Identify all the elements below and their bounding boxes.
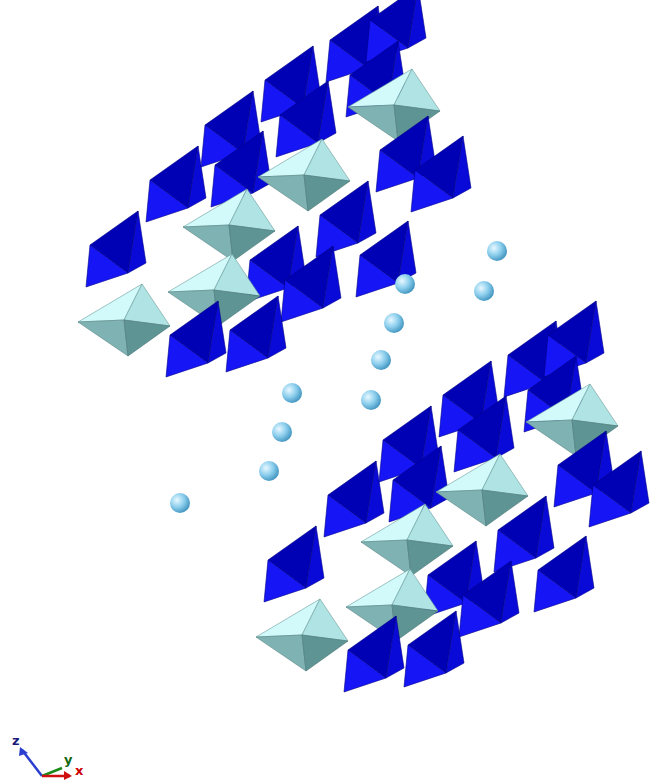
- axis-label: x: [75, 764, 83, 777]
- axis-label: z: [12, 734, 20, 747]
- axis-label: y: [64, 753, 72, 766]
- cation-spheres: [170, 241, 507, 513]
- axis-triad: [19, 747, 72, 780]
